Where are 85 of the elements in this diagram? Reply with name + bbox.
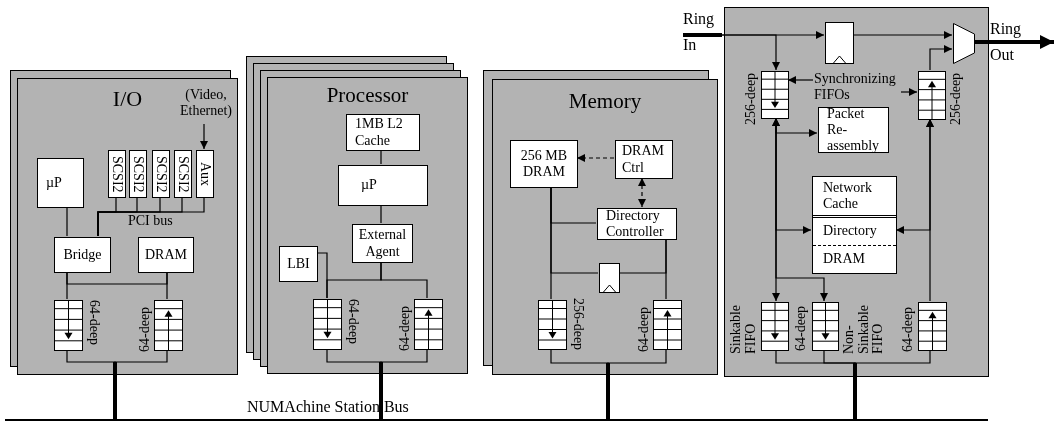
component-box: SCSI2 [174, 150, 192, 198]
component-box: 1MB L2 Cache [346, 114, 420, 151]
bus-label: PCI bus [128, 213, 174, 229]
component-box: µP [338, 165, 428, 206]
depth-label: 64-deep [637, 305, 652, 352]
depth-label: 64-deep [345, 299, 360, 347]
card-title: Memory [568, 90, 642, 114]
bus-connector [379, 362, 383, 419]
depth-label: 256-deep [570, 298, 585, 353]
depth-label: 256-deep [744, 71, 759, 125]
component-box: Directory Controller [597, 208, 677, 240]
fifo-buffer [653, 300, 682, 350]
component-box: DRAM Ctrl [615, 140, 673, 179]
connector-line [380, 149, 382, 165]
fifo-buffer [761, 71, 789, 119]
bus-connector [683, 33, 722, 37]
arrow [974, 35, 1054, 49]
bus-label: NUMAchine Station Bus [247, 398, 410, 416]
bus-connector [606, 363, 610, 419]
arrow [200, 123, 208, 150]
bus-line [5, 419, 988, 421]
annotation-text: (Video, Ethernet) [171, 87, 241, 125]
depth-label: 64-deep [794, 304, 809, 351]
arrow [929, 45, 953, 71]
module-card [492, 79, 718, 375]
memory-box [812, 176, 897, 274]
fifo-buffer [761, 302, 789, 351]
component-box: Aux [196, 150, 214, 198]
connector-line [618, 238, 667, 274]
arrow [852, 31, 953, 39]
component-box: Packet Re- assembly [818, 107, 889, 153]
card-title: Processor [326, 84, 409, 108]
fifo-buffer [918, 302, 947, 351]
section-label: Directory [813, 217, 896, 246]
fifo-buffer [538, 300, 567, 350]
fifo-buffer [154, 300, 183, 351]
component-box: DRAM [138, 237, 194, 273]
component-box: Bridge [54, 237, 111, 273]
depth-label: Non-Sinkable FIFO [842, 304, 887, 354]
depth-label: 64-deep [398, 304, 413, 351]
depth-label: 64-deep [138, 305, 153, 352]
fifo-buffer [918, 71, 946, 120]
connector-line [316, 252, 328, 299]
depth-label: Sinkable FIFO [729, 304, 759, 354]
component-box: External Agent [352, 224, 413, 263]
depth-label: 64-deep [901, 305, 916, 352]
depth-label: 64-deep [86, 300, 101, 348]
component-box: 256 MB DRAM [510, 140, 578, 188]
arrow [638, 177, 646, 208]
component-box: SCSI2 [152, 150, 170, 198]
connector-line [66, 206, 68, 237]
component-box: SCSI2 [129, 150, 147, 198]
arrow [576, 154, 615, 162]
arrow [926, 118, 934, 302]
connector-line [166, 271, 168, 300]
component-box: µP [37, 158, 84, 208]
component-box: SCSI2 [108, 150, 126, 198]
bus-connector [853, 363, 857, 419]
fifo-buffer [812, 302, 839, 351]
depth-label: 256-deep [949, 71, 964, 125]
connector-line [380, 261, 428, 299]
section-label: DRAM [822, 250, 866, 269]
connector-line [97, 196, 205, 237]
section-label: Network Cache [813, 177, 896, 218]
arrow [775, 117, 828, 302]
fifo-buffer [54, 300, 83, 351]
connector-line [550, 186, 599, 274]
fifo-buffer [414, 299, 443, 350]
bus-connector [113, 362, 117, 419]
module-card [267, 77, 468, 374]
annotation-text: Synchronizing FIFOs [814, 71, 902, 105]
connector-line [380, 204, 382, 224]
component-box: LBI [279, 246, 318, 282]
register-symbol [825, 22, 854, 64]
port-label: Ring Out [990, 16, 1054, 72]
arrow [787, 76, 814, 84]
card-title: I/O [112, 87, 143, 112]
connector-line [66, 271, 68, 300]
module-card [17, 78, 238, 375]
port-label: Ring In [683, 6, 724, 62]
fifo-buffer [313, 299, 342, 350]
multiplexer-symbol [953, 23, 975, 64]
module-card [724, 7, 989, 377]
arrow [900, 88, 918, 96]
register-symbol [599, 263, 620, 293]
